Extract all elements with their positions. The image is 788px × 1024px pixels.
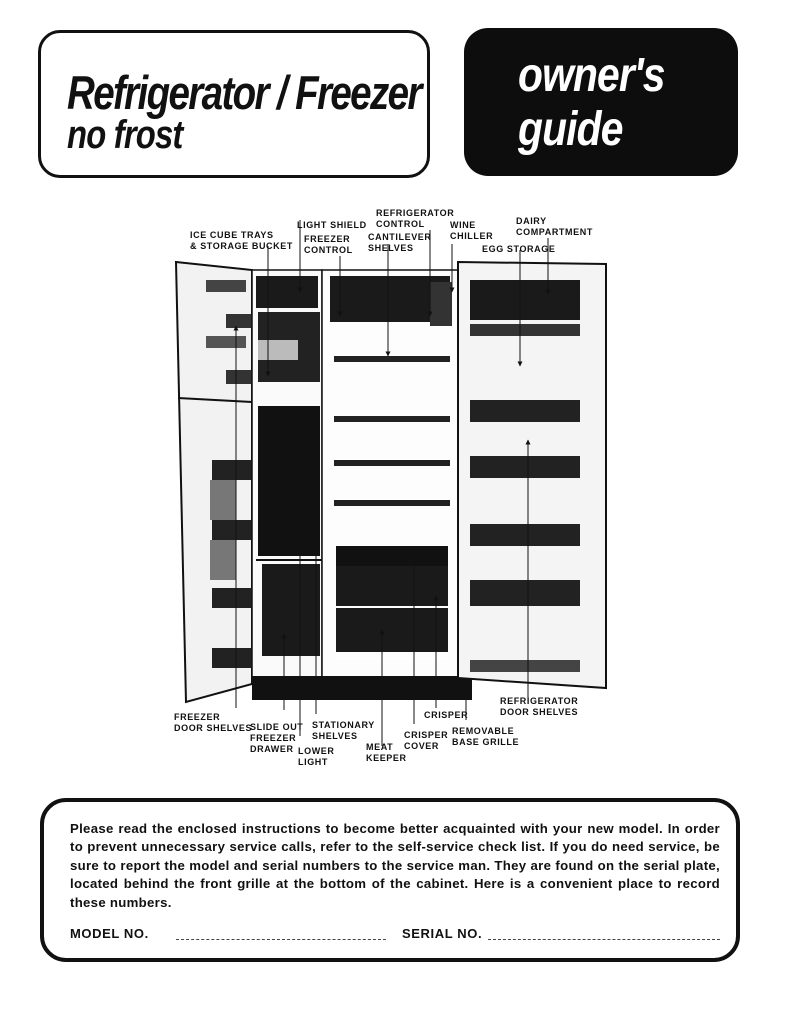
info-instructions: Please read the enclosed instructions to… xyxy=(70,821,720,910)
label-crisper: CRISPER xyxy=(424,710,469,720)
label-ice-cube-trays: ICE CUBE TRAYS & STORAGE BUCKET xyxy=(190,230,293,251)
label-crisper-cover: CRISPER COVER xyxy=(404,730,449,751)
label-refrigerator-control: REFRIGERATOR CONTROL xyxy=(376,208,455,229)
serial-no-label: SERIAL NO. xyxy=(402,926,483,941)
label-cantilever-shelves: CANTILEVER SHELVES xyxy=(368,232,432,253)
refrigerator-illustration xyxy=(174,220,607,746)
model-no-field[interactable] xyxy=(176,939,386,940)
title-no-frost: no frost xyxy=(67,113,183,157)
label-lower-light: LOWER LIGHT xyxy=(298,746,335,767)
label-wine-chiller: WINE CHILLER xyxy=(450,220,494,241)
label-freezer-control: FREEZER CONTROL xyxy=(304,234,353,255)
owners-guide-box: owner's guide xyxy=(464,28,738,176)
label-refrigerator-door-shelves: REFRIGERATOR DOOR SHELVES xyxy=(500,696,579,717)
label-dairy-compartment: DAIRY COMPARTMENT xyxy=(516,216,593,237)
label-egg-storage: EGG STORAGE xyxy=(482,244,556,254)
label-removable-base-grille: REMOVABLE BASE GRILLE xyxy=(452,726,520,747)
refrigerator-door xyxy=(457,260,607,690)
label-light-shield: LIGHT SHIELD xyxy=(297,220,367,230)
label-slide-out-freezer-drawer: SLIDE OUT FREEZER DRAWER xyxy=(250,722,304,754)
label-meat-keeper: MEAT KEEPER xyxy=(366,742,407,763)
fresh-food-compartment xyxy=(321,269,459,685)
leader-lines xyxy=(233,220,551,746)
serial-no-field[interactable] xyxy=(488,939,720,940)
model-no-label: MODEL NO. xyxy=(70,926,149,941)
title-box: Refrigerator / Freezer no frost xyxy=(38,30,430,178)
info-box: Please read the enclosed instructions to… xyxy=(40,798,740,962)
base-grille xyxy=(252,676,472,700)
label-stationary-shelves: STATIONARY SHELVES xyxy=(312,720,375,741)
guide-line-owners: owner's xyxy=(518,49,665,102)
refrigerator-diagram: ICE CUBE TRAYS & STORAGE BUCKET LIGHT SH… xyxy=(0,190,788,790)
label-freezer-door-shelves: FREEZER DOOR SHELVES xyxy=(174,712,253,733)
title-refrigerator-freezer: Refrigerator / Freezer xyxy=(67,66,422,119)
freezer-compartment xyxy=(251,269,323,685)
guide-line-guide: guide xyxy=(518,103,623,156)
